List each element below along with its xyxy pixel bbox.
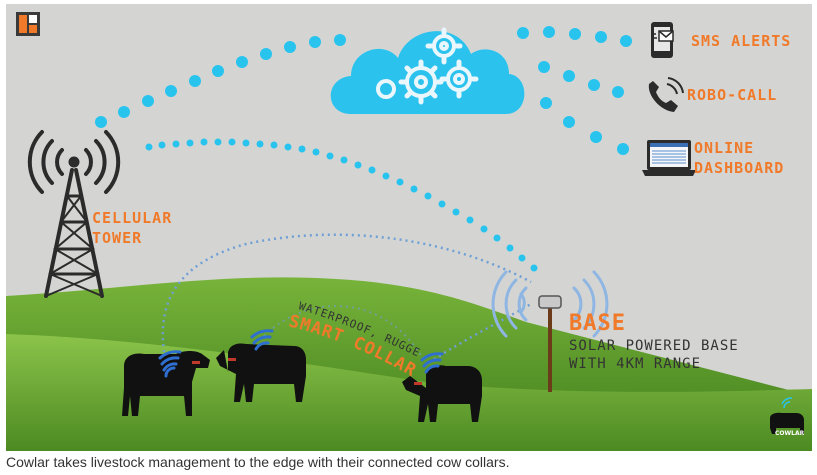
- cow-left: [122, 351, 210, 416]
- collar-link-mid: [263, 305, 427, 365]
- logo-icon: [16, 12, 40, 36]
- infographic-frame: WATERPROOF, RUGGED SMART COLLAR SMS ALER…: [6, 4, 812, 451]
- phone-sms-icon: [651, 22, 674, 58]
- base-desc-line1: SOLAR POWERED BASE: [569, 338, 739, 354]
- cow-right: [402, 365, 482, 422]
- dots-tower-to-base: [145, 138, 538, 272]
- online-label: ONLINE: [694, 139, 755, 157]
- sms-alerts-label: SMS ALERTS: [691, 32, 792, 50]
- cow-middle: [216, 343, 306, 402]
- dots-cloud-to-services: [517, 26, 632, 155]
- base-desc-line2: WITH 4KM RANGE: [569, 356, 702, 372]
- cellular-tower-icon: [27, 130, 121, 298]
- figure-caption: Cowlar takes livestock management to the…: [6, 454, 510, 470]
- wifi-signal-icon: [158, 329, 444, 378]
- laptop-dashboard-icon: [642, 140, 696, 176]
- dashboard-label: DASHBOARD: [694, 159, 785, 177]
- dots-tower-to-cloud: [95, 34, 346, 128]
- cellular-label: CELLULAR: [92, 209, 173, 227]
- base-title: BASE: [569, 311, 626, 336]
- cloud-gears-icon: [330, 27, 525, 115]
- brand-cow-icon: [770, 397, 804, 434]
- phone-call-icon: [648, 77, 684, 112]
- base-station-icon: [491, 270, 609, 392]
- brand-label: COWLAR: [775, 430, 805, 437]
- tower-label: TOWER: [92, 229, 143, 247]
- robo-call-label: ROBO-CALL: [687, 86, 778, 104]
- infographic-scene: WATERPROOF, RUGGED SMART COLLAR: [6, 4, 812, 451]
